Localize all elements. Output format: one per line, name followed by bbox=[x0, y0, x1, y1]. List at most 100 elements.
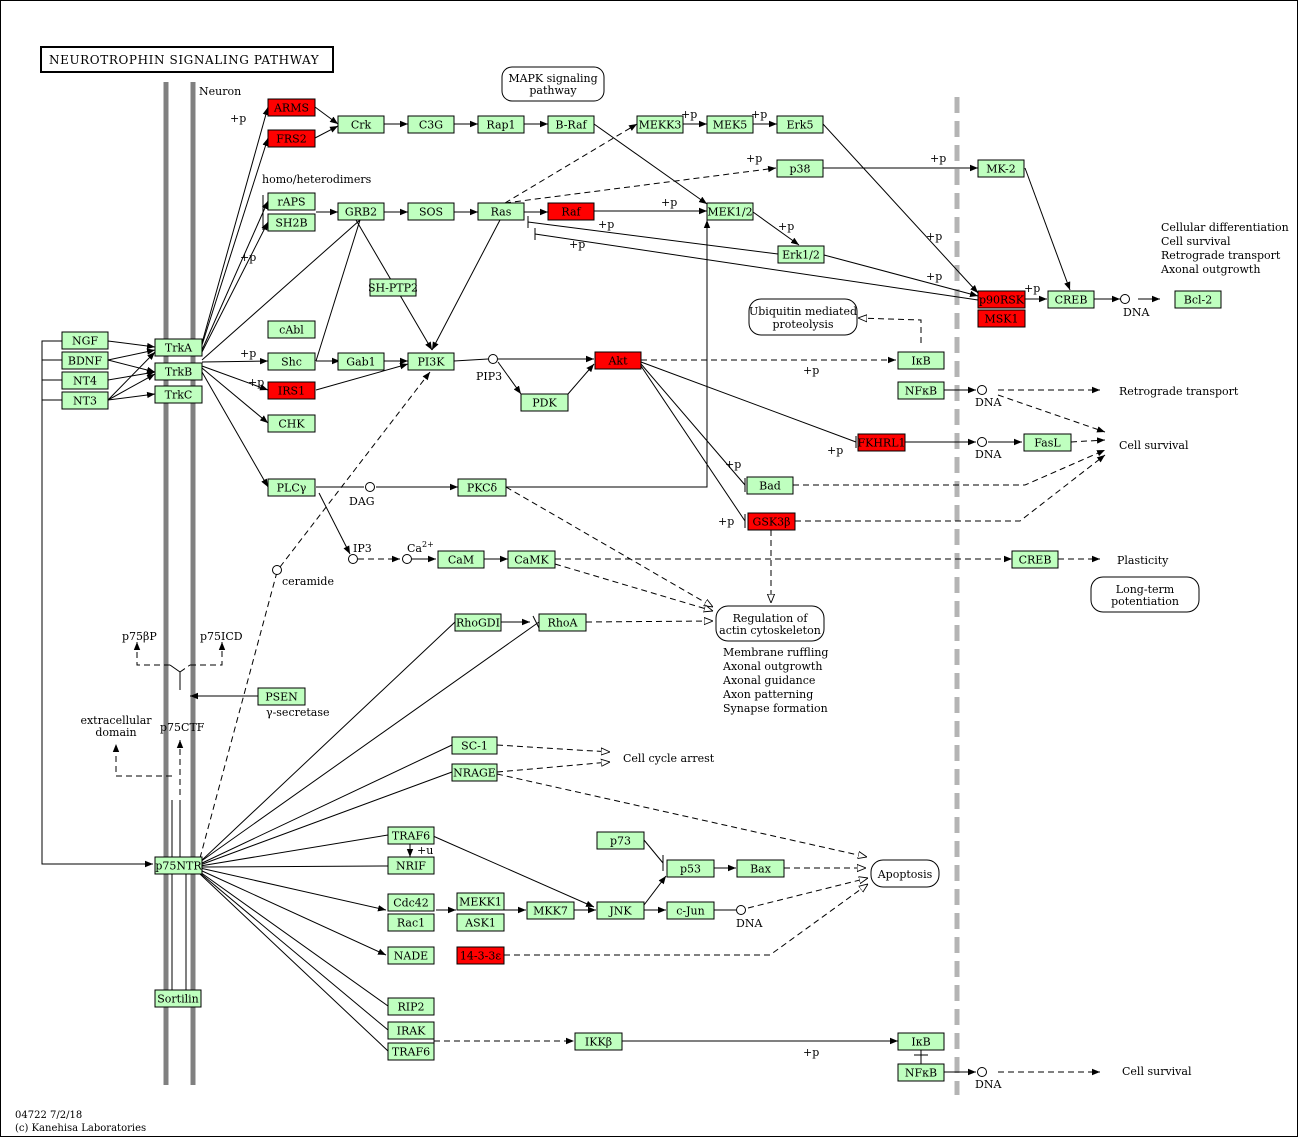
gene-node-rhogdi[interactable]: RhoGDI bbox=[454, 613, 502, 632]
gene-node-creb1[interactable]: CREB bbox=[1047, 290, 1095, 309]
gene-node-irak[interactable]: IRAK bbox=[387, 1021, 435, 1040]
outcome-axonal-outgrowth: Axonal outgrowth bbox=[1160, 263, 1260, 276]
map-apoptosis[interactable]: Apoptosis bbox=[870, 859, 940, 888]
gene-node-mek5[interactable]: MEK5 bbox=[706, 115, 754, 134]
gene-node-frs2[interactable]: FRS2 bbox=[267, 129, 316, 148]
gene-node-gab1[interactable]: Gab1 bbox=[337, 352, 385, 371]
gene-node-msk1[interactable]: MSK1 bbox=[977, 309, 1026, 328]
gene-box bbox=[746, 476, 794, 495]
gene-node-irs1[interactable]: IRS1 bbox=[267, 381, 316, 400]
gene-node-traf6b[interactable]: TRAF6 bbox=[387, 1042, 435, 1061]
gene-node-erk5[interactable]: Erk5 bbox=[776, 115, 824, 134]
gene-label: Raf bbox=[561, 206, 581, 219]
gene-node-rip2[interactable]: RIP2 bbox=[387, 997, 435, 1016]
gene-node-rhoa[interactable]: RhoA bbox=[538, 613, 587, 632]
gene-node-nt4[interactable]: NT4 bbox=[61, 371, 109, 390]
gene-node-rap1[interactable]: Rap1 bbox=[477, 115, 525, 134]
gene-node-14-3-3e[interactable]: 14-3-3ε bbox=[456, 946, 505, 965]
gene-node-mekk3[interactable]: MEKK3 bbox=[636, 115, 684, 134]
gene-node-chk[interactable]: CHK bbox=[267, 414, 316, 433]
gene-node-raps[interactable]: rAPS bbox=[267, 192, 316, 211]
gene-label: p38 bbox=[789, 163, 810, 176]
gene-node-p90rsk[interactable]: p90RSK bbox=[977, 290, 1026, 309]
gene-label: NT4 bbox=[73, 375, 97, 388]
gene-node-pkcd[interactable]: PKCδ bbox=[457, 478, 507, 497]
gene-node-nfkb1[interactable]: NFκB bbox=[897, 381, 945, 400]
gene-node-nrage[interactable]: NRAGE bbox=[451, 763, 498, 782]
gene-node-pdk[interactable]: PDK bbox=[520, 393, 569, 412]
gene-node-camk[interactable]: CaMK bbox=[507, 550, 556, 569]
phospho-label: +p bbox=[751, 108, 767, 121]
gene-node-sh-ptp2[interactable]: SH-PTP2 bbox=[368, 278, 418, 297]
gene-node-jnk[interactable]: JNK bbox=[596, 901, 645, 920]
gene-node-ikkb[interactable]: IKKβ bbox=[574, 1032, 623, 1051]
map-ubiquitin-proteolysis[interactable]: Ubiquitin mediated proteolysis bbox=[748, 298, 858, 336]
gene-node-plcy[interactable]: PLCγ bbox=[267, 478, 316, 497]
phospho-label: +p bbox=[569, 238, 585, 251]
gene-node-bdnf[interactable]: BDNF bbox=[61, 351, 109, 370]
gene-node-traf6a[interactable]: TRAF6 bbox=[387, 826, 435, 845]
phospho-label: +p bbox=[803, 364, 819, 377]
gene-box bbox=[706, 202, 754, 221]
gene-node-gsk3b[interactable]: GSK3β bbox=[747, 512, 796, 531]
gene-node-raf[interactable]: Raf bbox=[547, 202, 595, 221]
gene-node-psen[interactable]: PSEN bbox=[257, 687, 306, 706]
gene-node-bad[interactable]: Bad bbox=[746, 476, 794, 495]
phospho-label: +p bbox=[661, 196, 677, 209]
gene-node-trka[interactable]: TrkA bbox=[154, 338, 203, 357]
gene-node-mek1-2[interactable]: MEK1/2 bbox=[706, 202, 754, 221]
gene-node-ikb2[interactable]: IκB bbox=[897, 1032, 945, 1051]
gene-node-ras[interactable]: Ras bbox=[477, 202, 525, 221]
gene-node-cabl[interactable]: cAbl bbox=[267, 320, 316, 339]
gene-box bbox=[407, 115, 455, 134]
gene-node-sortilin[interactable]: Sortilin bbox=[154, 989, 202, 1008]
gene-node-c-jun[interactable]: c-Jun bbox=[666, 901, 715, 920]
gene-node-mkk7[interactable]: MKK7 bbox=[526, 901, 575, 920]
gene-node-fkhrl1[interactable]: FKHRL1 bbox=[857, 433, 906, 452]
gene-box bbox=[1011, 550, 1059, 569]
dag-label: DAG bbox=[349, 495, 375, 508]
gene-node-fasl[interactable]: FasL bbox=[1023, 433, 1072, 452]
gene-node-c3g[interactable]: C3G bbox=[407, 115, 455, 134]
gene-node-p75ntr[interactable]: p75NTR bbox=[154, 856, 203, 875]
gene-node-nrif[interactable]: NRIF bbox=[387, 856, 435, 875]
gene-node-shc[interactable]: Shc bbox=[267, 352, 316, 371]
gene-node-p73[interactable]: p73 bbox=[596, 831, 645, 850]
gene-node-p53[interactable]: p53 bbox=[666, 859, 715, 878]
gene-node-sh2b[interactable]: SH2B bbox=[267, 213, 316, 232]
phospho-label: +p bbox=[230, 112, 246, 125]
map-actin-cytoskeleton[interactable]: Regulation of actin cytoskeleton bbox=[715, 605, 825, 642]
gene-node-sos[interactable]: SOS bbox=[407, 202, 455, 221]
gene-node-mk-2[interactable]: MK-2 bbox=[977, 159, 1025, 178]
gene-node-cdc42[interactable]: Cdc42 bbox=[387, 893, 435, 912]
map-mapk-signaling[interactable]: MAPK signaling pathway bbox=[501, 66, 605, 102]
gene-node-grb2[interactable]: GRB2 bbox=[337, 202, 385, 221]
gene-node-erk1-2[interactable]: Erk1/2 bbox=[777, 245, 825, 264]
gene-node-p38[interactable]: p38 bbox=[776, 159, 824, 178]
gene-node-ngf[interactable]: NGF bbox=[61, 331, 109, 350]
gene-node-ikb1[interactable]: IκB bbox=[897, 351, 945, 370]
gene-node-pi3k[interactable]: PI3K bbox=[407, 352, 455, 371]
gene-node-cam[interactable]: CaM bbox=[437, 550, 485, 569]
gene-box bbox=[636, 115, 684, 134]
gene-node-bcl-2[interactable]: Bcl-2 bbox=[1174, 290, 1222, 309]
gene-node-trkb[interactable]: TrkB bbox=[154, 362, 203, 381]
map-long-term-potentiation[interactable]: Long-term potentiation bbox=[1090, 576, 1200, 613]
gene-node-creb2[interactable]: CREB bbox=[1011, 550, 1059, 569]
gene-node-nfkb2[interactable]: NFκB bbox=[897, 1063, 945, 1082]
gene-label: PSEN bbox=[265, 691, 298, 704]
gene-node-nt3[interactable]: NT3 bbox=[61, 391, 109, 410]
gene-node-trkc[interactable]: TrkC bbox=[154, 385, 203, 404]
gene-node-sc-1[interactable]: SC-1 bbox=[451, 736, 498, 755]
gene-node-b-raf[interactable]: B-Raf bbox=[547, 115, 595, 134]
phospho-label: +p bbox=[926, 270, 942, 283]
gene-node-bax[interactable]: Bax bbox=[736, 859, 785, 878]
gene-node-crk[interactable]: Crk bbox=[337, 115, 385, 134]
gene-node-akt[interactable]: Akt bbox=[594, 351, 642, 370]
gene-box bbox=[61, 331, 109, 350]
gene-node-nade[interactable]: NADE bbox=[387, 946, 435, 965]
gene-node-rac1[interactable]: Rac1 bbox=[387, 913, 435, 932]
gene-node-mekk1[interactable]: MEKK1 bbox=[456, 892, 505, 911]
gene-node-ask1[interactable]: ASK1 bbox=[456, 913, 505, 932]
gene-node-arms[interactable]: ARMS bbox=[267, 98, 316, 117]
